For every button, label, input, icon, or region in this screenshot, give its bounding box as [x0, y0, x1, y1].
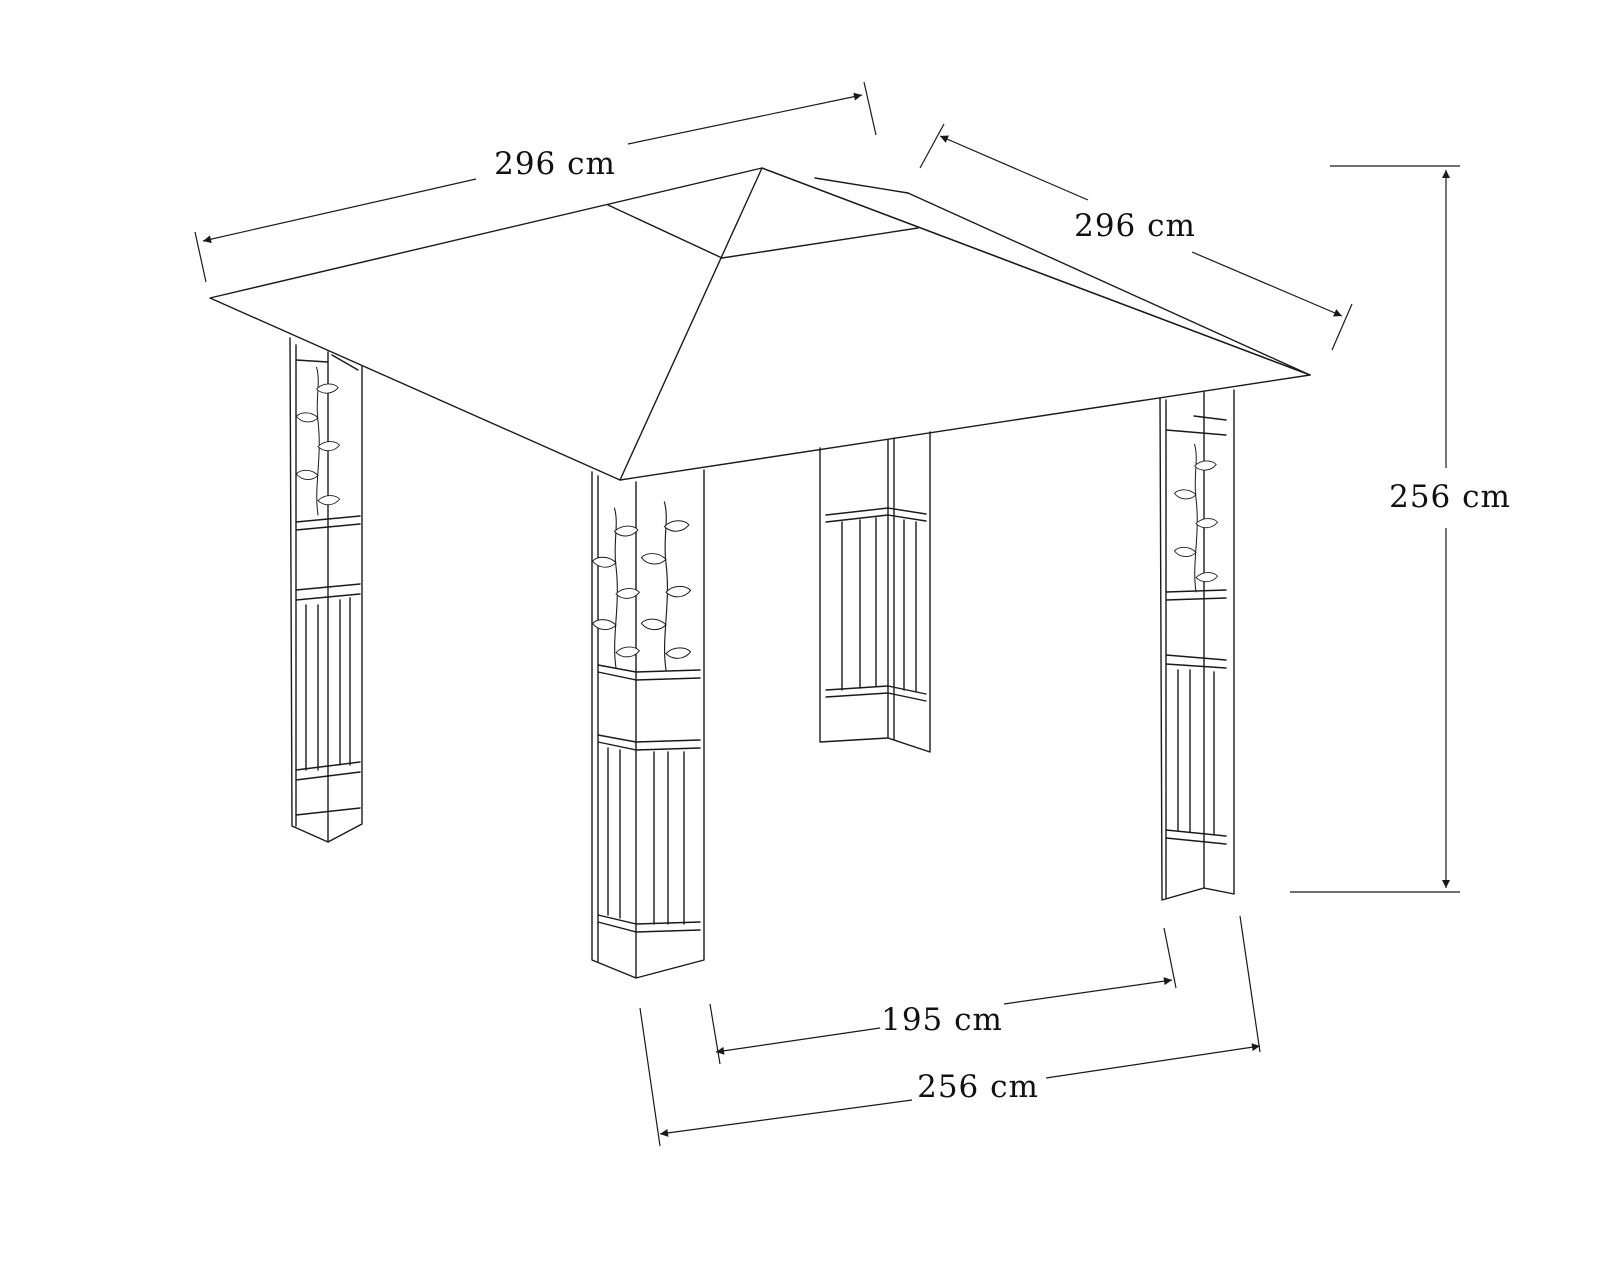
dimension-height: 256 cm	[1290, 165, 1511, 893]
post-left	[289, 337, 363, 843]
post-right	[1159, 389, 1235, 901]
dimension-roof-front: 296 cm	[194, 81, 877, 283]
gazebo-roof	[209, 167, 1311, 481]
post-front	[591, 469, 705, 979]
dimension-label-height: 256 cm	[1389, 479, 1511, 515]
post-back	[819, 431, 931, 753]
dimension-inner-width: 195 cm	[709, 927, 1177, 1065]
dimension-label-roof-front: 296 cm	[494, 146, 616, 182]
dimension-label-roof-side: 296 cm	[1074, 208, 1196, 244]
dimension-roof-side: 296 cm	[919, 123, 1353, 351]
dimension-label-inner-width: 195 cm	[881, 1002, 1003, 1038]
dimension-outer-width: 256 cm	[639, 915, 1261, 1147]
dimension-label-outer-width: 256 cm	[917, 1069, 1039, 1105]
